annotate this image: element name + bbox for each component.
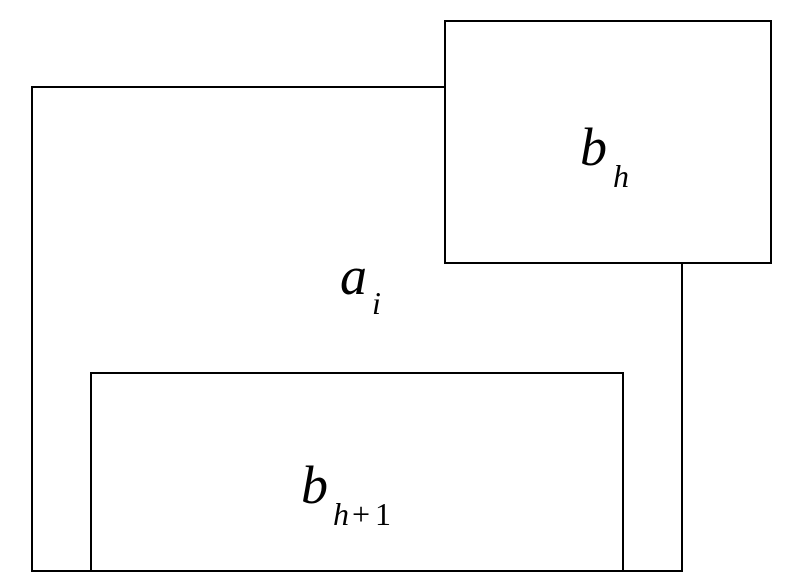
box-b-h-plus-1 xyxy=(90,372,624,572)
label-b-h-plus-1: b h + 1 xyxy=(301,455,391,532)
label-a-i-subscript: i xyxy=(372,285,381,321)
label-b-h-plus-1-subscript-num: 1 xyxy=(375,496,391,532)
label-b-h-subscript: h xyxy=(613,158,629,194)
label-a-i-base: a xyxy=(340,246,367,306)
label-b-h-plus-1-subscript-var: h xyxy=(333,496,349,532)
label-b-h-plus-1-subscript-op: + xyxy=(352,496,370,532)
label-a-i: a i xyxy=(340,246,381,321)
label-b-h-base: b xyxy=(580,117,607,177)
label-b-h: b h xyxy=(580,117,629,194)
box-b-h xyxy=(444,20,772,264)
label-b-h-plus-1-base: b xyxy=(301,455,328,515)
